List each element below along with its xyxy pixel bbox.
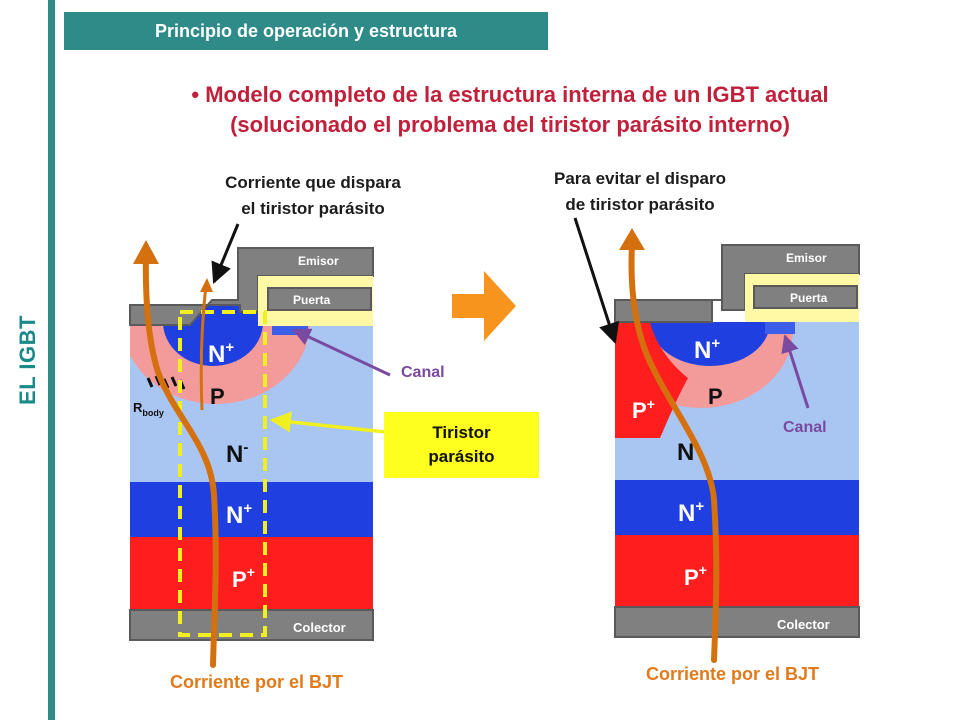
left-thyristor-outline <box>178 310 267 637</box>
right-n-plus-buffer-label: N+ <box>678 498 704 527</box>
right-p-plus-side <box>615 322 688 438</box>
right-channel <box>765 322 795 334</box>
left-canal-arrow <box>292 328 391 377</box>
left-n-minus-label: N- <box>226 439 248 468</box>
tiristor-label-box: Tiristor parásito <box>384 412 539 478</box>
left-n-plus-top-label: N+ <box>208 339 234 368</box>
left-rbody-label: Rbody <box>133 400 164 418</box>
left-callout-line-2: el tiristor parásito <box>241 199 385 218</box>
tiristor-label-line-2: parásito <box>428 447 495 466</box>
right-n-plus-top-label: N+ <box>694 335 720 364</box>
right-n-plus-buffer <box>615 480 859 535</box>
side-accent-bar <box>48 0 55 720</box>
left-n-plus-buffer-label: N+ <box>226 500 252 529</box>
right-puerta-label: Puerta <box>790 291 828 305</box>
right-callout-arrow <box>573 217 620 344</box>
right-callout: Para evitar el disparo de tiristor parás… <box>500 166 780 218</box>
right-bjt-current-path <box>628 242 720 663</box>
right-bjt-current-arrowhead <box>619 228 645 250</box>
right-callout-line-2: de tiristor parásito <box>565 195 715 214</box>
right-collector-contact <box>614 606 860 638</box>
right-callout-line-1: Para evitar el disparo <box>554 169 726 188</box>
left-bjt-current-arrowhead <box>133 240 159 264</box>
left-thyristor-current-arrowhead <box>200 278 213 292</box>
left-colector-label: Colector <box>293 620 346 635</box>
tiristor-label-line-1: Tiristor <box>432 423 491 442</box>
left-channel <box>272 326 308 335</box>
left-bjt-current-path <box>142 245 219 668</box>
right-colector-label: Colector <box>777 617 830 632</box>
right-p-plus-side-label: P+ <box>632 396 655 423</box>
left-tiristor-arrow <box>269 411 387 434</box>
left-callout-line-1: Corriente que dispara <box>225 173 401 192</box>
right-emitter-metal <box>614 244 860 323</box>
right-p-label: P <box>708 384 723 409</box>
header-title: Principio de operación y estructura <box>64 12 548 50</box>
right-bjt-label: Corriente por el BJT <box>646 664 820 684</box>
left-p-label: P <box>210 384 225 409</box>
right-p-plus-substrate <box>615 535 859 607</box>
left-gate-electrode <box>267 287 372 311</box>
left-labels: Emisor Puerta Colector N+ P N- N+ P+ Rbo… <box>133 254 346 635</box>
left-thyristor-current-path <box>199 284 208 411</box>
left-emitter-metal <box>129 247 374 326</box>
left-n-plus-buffer <box>130 482 373 537</box>
left-bjt-label: Corriente por el BJT <box>170 672 344 692</box>
left-callout: Corriente que dispara el tiristor parási… <box>178 170 448 222</box>
right-gate-electrode <box>753 285 858 309</box>
bullet-heading: Modelo completo de la estructura interna… <box>100 80 920 140</box>
left-igbt-structure <box>129 247 374 641</box>
right-labels: Emisor Puerta Colector N+ P+ P N- N+ P+ <box>632 251 830 632</box>
right-canal-label: Canal <box>783 419 827 436</box>
right-p-plus-label: P+ <box>684 562 707 590</box>
left-p-plus-substrate <box>130 537 373 610</box>
left-collector-contact <box>129 609 374 641</box>
bullet-line-2: (solucionado el problema del tiristor pa… <box>230 112 790 137</box>
left-p-plus-label: P+ <box>232 564 255 592</box>
left-canal-label: Canal <box>401 364 445 381</box>
transition-arrow <box>452 271 516 341</box>
bullet-line-1: Modelo completo de la estructura interna… <box>100 80 920 110</box>
right-emisor-label: Emisor <box>786 251 827 265</box>
left-callout-arrow <box>211 223 240 284</box>
right-canal-arrow <box>781 334 810 409</box>
left-puerta-label: Puerta <box>293 293 331 307</box>
right-n-plus-emitter <box>650 322 770 366</box>
left-emisor-label: Emisor <box>298 254 339 268</box>
